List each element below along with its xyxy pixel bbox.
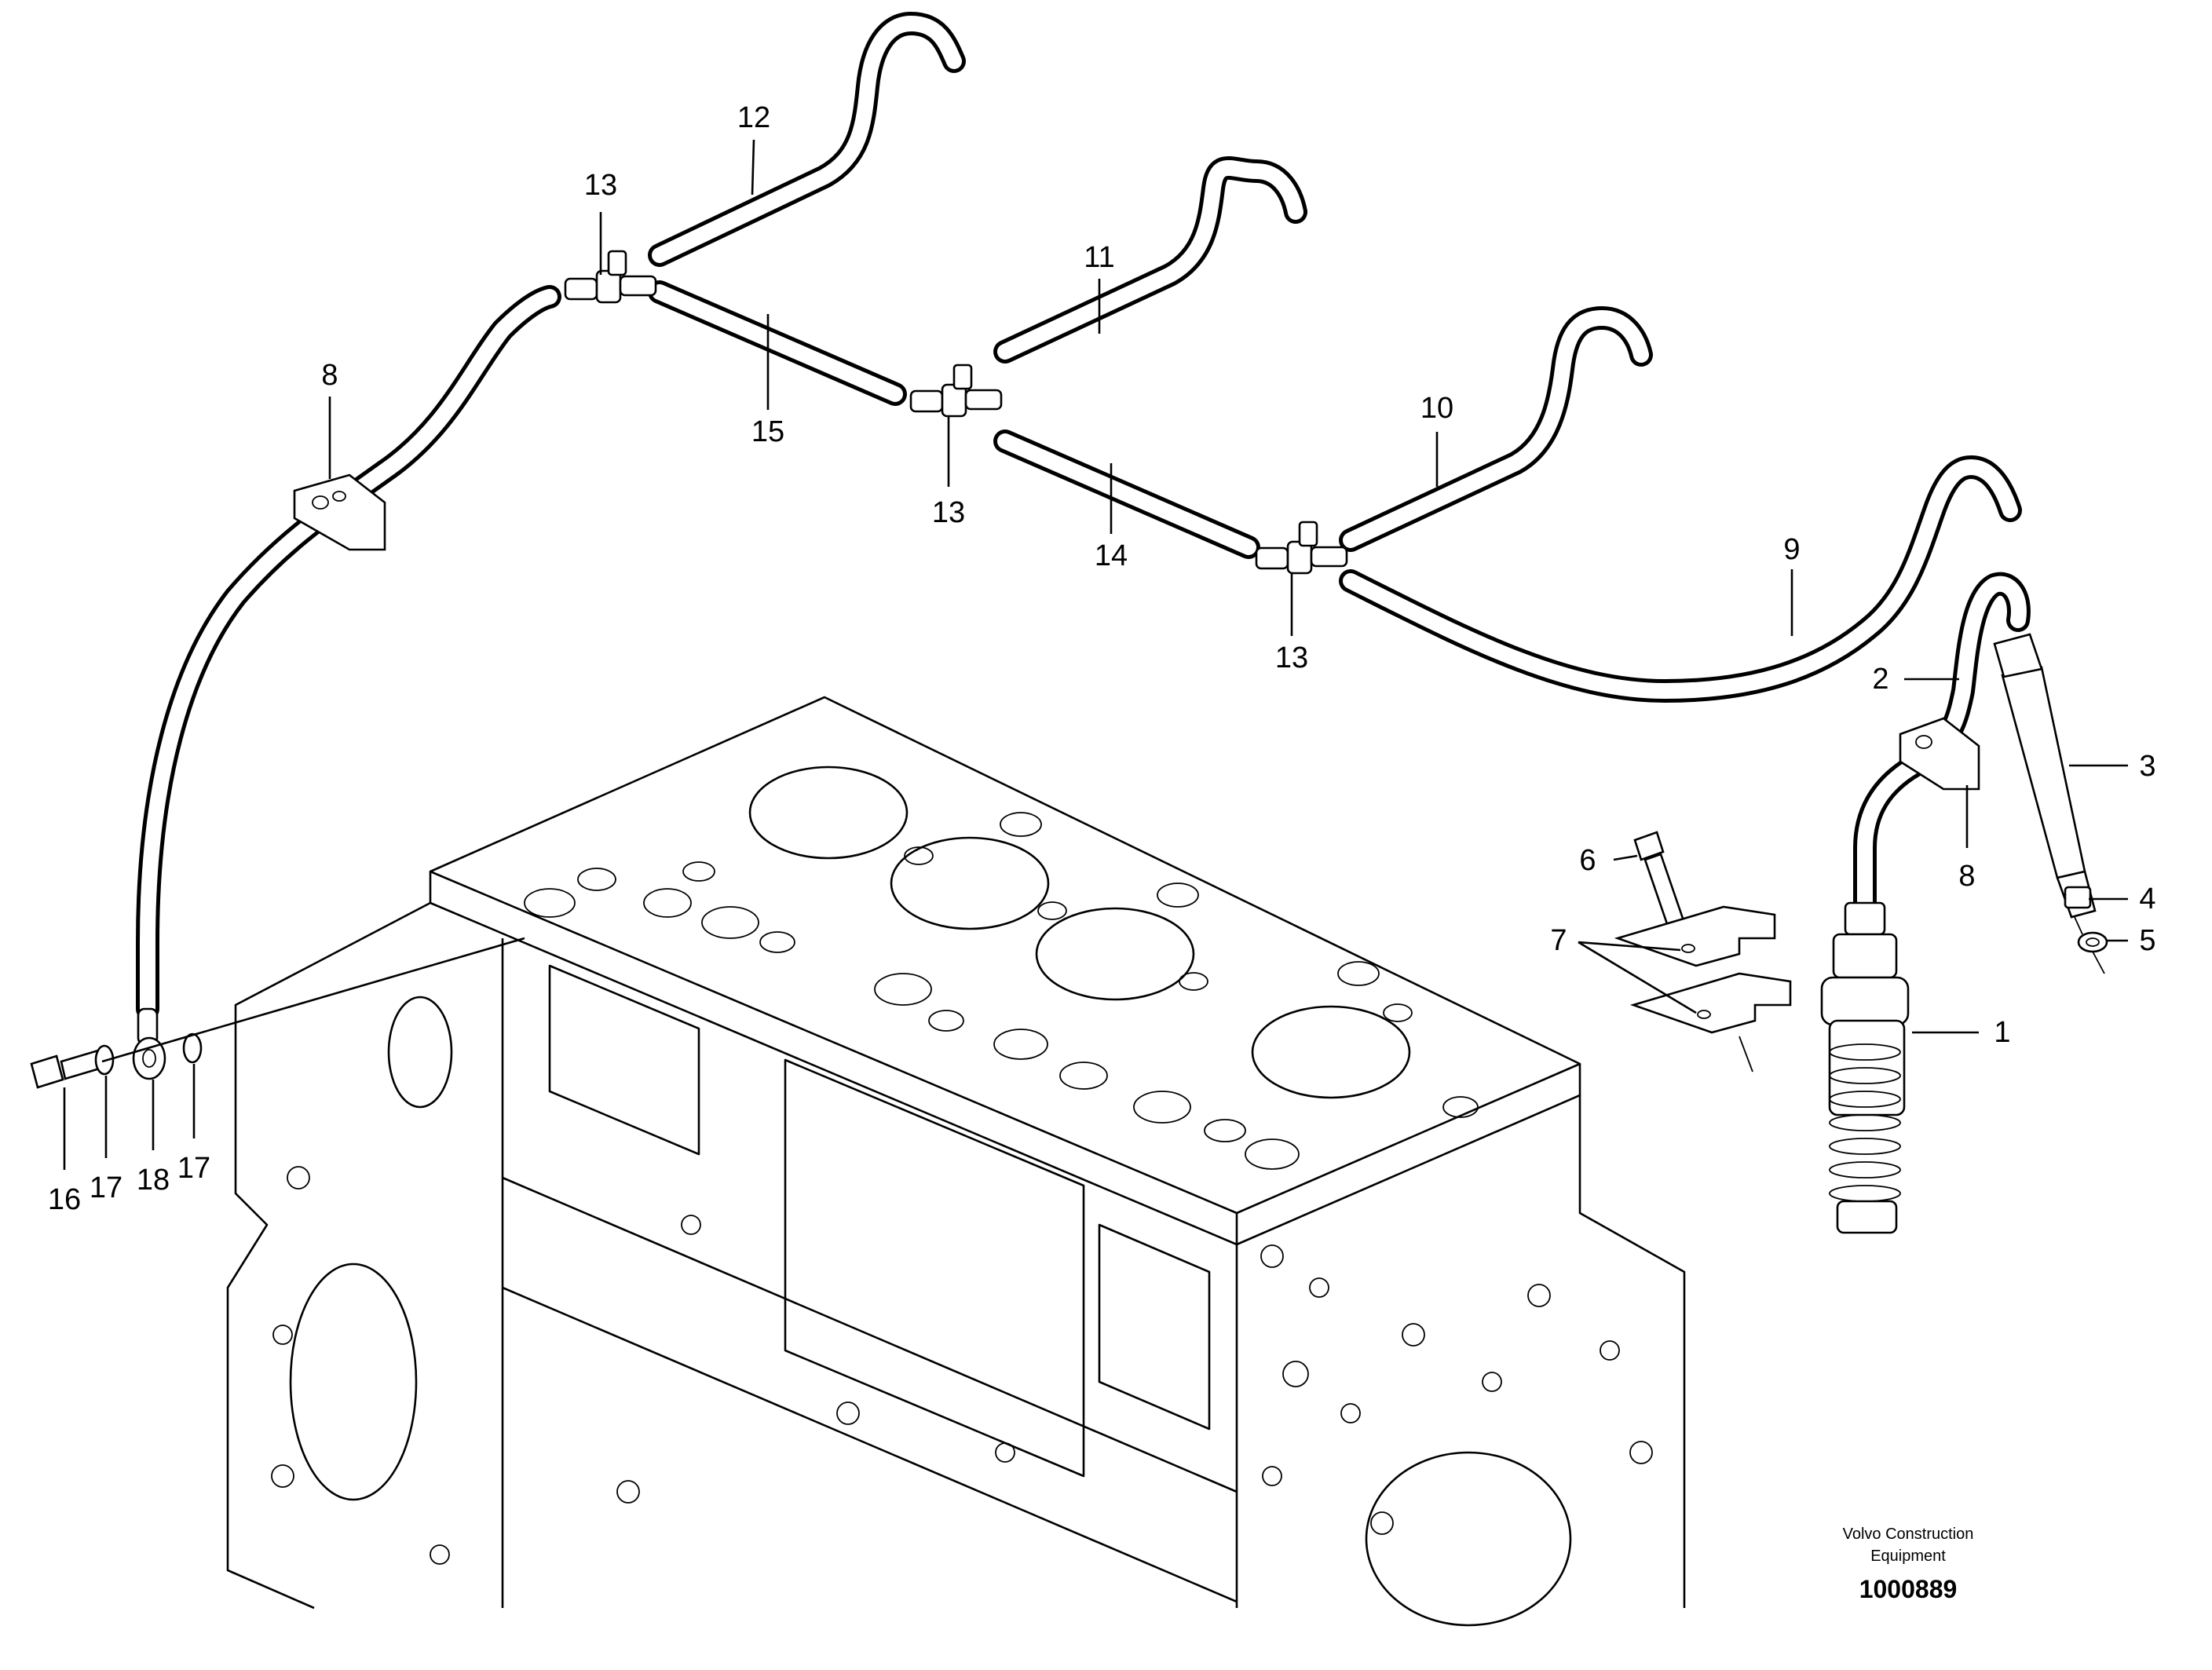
callout-12: 12: [737, 101, 770, 134]
washer-17-right: [182, 1032, 203, 1064]
leader-lines: [63, 139, 2128, 1170]
shims-7: [1614, 905, 1792, 1073]
washer-5: [2077, 931, 2108, 974]
callout-16: 16: [48, 1183, 81, 1216]
unit-pump-1: [1820, 901, 1910, 1234]
return-line-15: [648, 280, 907, 406]
callout-4: 4: [2139, 883, 2155, 915]
callout-6: 6: [1579, 844, 1596, 877]
callout-8-left: 8: [321, 359, 338, 392]
banjo-bolt-16: [30, 1049, 104, 1089]
callout-2: 2: [1872, 663, 1888, 696]
tee-connector-13-bottom: [1255, 521, 1348, 575]
callout-15: 15: [751, 415, 784, 448]
callout-labels: 12 13 11 8 15 10 13 9 14 13 2 3 6 8 4 7 …: [48, 101, 2156, 1216]
callout-11: 11: [1084, 241, 1114, 274]
clamp-8-right: [1899, 717, 1980, 791]
return-line-10: [1339, 306, 1653, 552]
nozzle-sleeve-4: [2064, 886, 2092, 909]
company-name-line2: Equipment: [1870, 1548, 1946, 1565]
return-line-12: [648, 12, 966, 267]
callout-1: 1: [1994, 1016, 2010, 1049]
tee-connector-13-middle: [909, 364, 1003, 418]
callout-18: 18: [137, 1164, 170, 1197]
callout-17-left: 17: [90, 1171, 122, 1204]
return-line-main-8: [136, 285, 561, 1021]
pressure-pipe-2: [1853, 572, 2031, 919]
callout-13-top: 13: [584, 169, 617, 202]
return-line-14: [993, 429, 1260, 559]
return-line-9: [1339, 455, 2022, 703]
callout-14: 14: [1095, 539, 1128, 572]
footer-block: Volvo Construction Equipment 1000889: [1843, 1526, 1974, 1603]
engine-block: [226, 696, 1686, 1627]
callout-5: 5: [2139, 924, 2155, 957]
company-name-line1: Volvo Construction: [1843, 1526, 1974, 1543]
callout-13-bottom: 13: [1275, 641, 1308, 674]
callout-10: 10: [1420, 392, 1453, 425]
callout-3: 3: [2139, 750, 2155, 783]
callout-7: 7: [1550, 924, 1567, 957]
clamp-8-left: [293, 473, 386, 551]
callout-17-right: 17: [177, 1152, 210, 1185]
callout-8-right: 8: [1958, 860, 1975, 893]
document-number: 1000889: [1859, 1575, 1958, 1603]
callout-13-middle: 13: [932, 496, 965, 529]
tee-connector-13-top: [564, 250, 657, 304]
callout-9: 9: [1783, 533, 1800, 566]
banjo-fitting-18: [132, 1007, 166, 1080]
return-line-11: [993, 156, 1307, 364]
